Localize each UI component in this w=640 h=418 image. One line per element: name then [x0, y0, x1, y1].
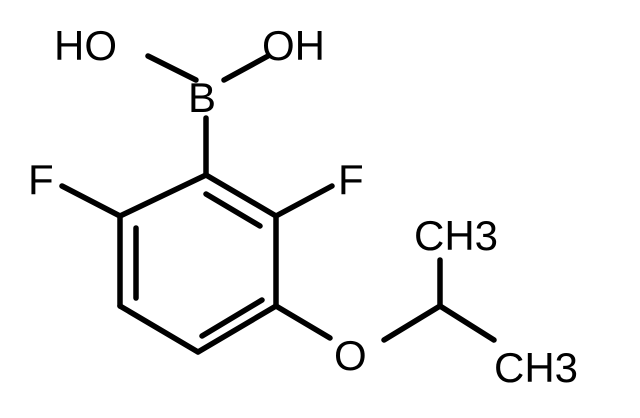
bond-c3-o — [273, 303, 333, 341]
atom-label-ether-oxygen: O — [334, 332, 367, 379]
bond-c4-c5 — [117, 303, 201, 355]
bond-c6-f — [59, 183, 123, 219]
bond-c6-c1 — [117, 172, 209, 219]
atom-label-boron: B — [188, 74, 216, 121]
bond-layer — [59, 53, 497, 355]
atom-labels: HO B OH F F O CH3 CH3 — [28, 22, 578, 391]
atom-label-methyl-top: CH3 — [414, 212, 498, 259]
bond-ch-ch3-bottom — [437, 303, 497, 343]
atom-label-fluoro-left: F — [28, 156, 54, 203]
bond-inner-c1-c2 — [203, 191, 263, 229]
bond-b-oh-left — [145, 53, 199, 83]
atom-label-ho-left: HO — [54, 22, 117, 69]
atom-label-oh-right: OH — [262, 22, 325, 69]
atom-label-methyl-bottom: CH3 — [494, 344, 578, 391]
bond-c3-c4 — [195, 303, 279, 355]
bond-c1-c2 — [203, 172, 279, 219]
bond-inner-c3-c4 — [199, 297, 265, 339]
bond-o-ch — [381, 303, 443, 343]
bond-c2-f — [273, 183, 335, 219]
bond-b-oh-right — [221, 53, 271, 83]
atom-label-fluoro-right: F — [338, 156, 364, 203]
